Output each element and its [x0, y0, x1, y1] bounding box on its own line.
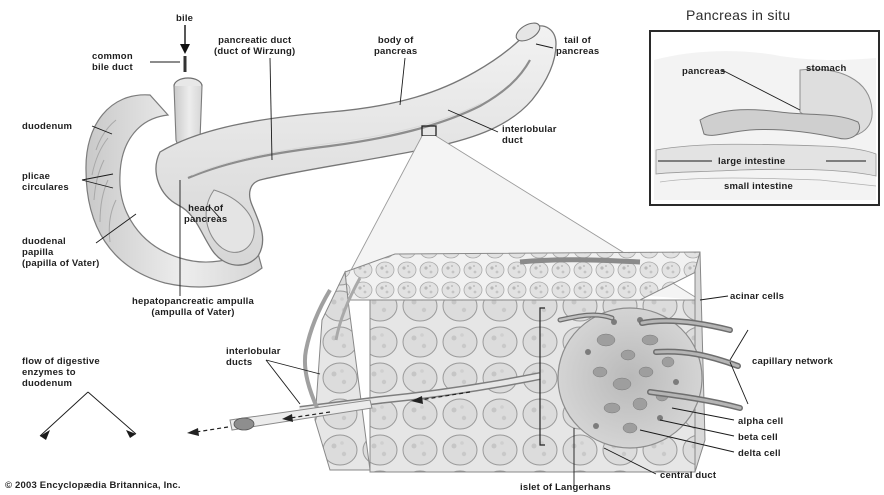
label-hepatopancreatic-ampulla: hepatopancreatic ampulla(ampulla of Vate…: [132, 296, 254, 318]
bile-arrow: [180, 25, 190, 72]
label-inset-stomach: stomach: [806, 63, 846, 74]
label-acinar-cells: acinar cells: [730, 291, 784, 302]
inset-frame: [649, 30, 880, 206]
label-islet-of-langerhans: islet of Langerhans: [520, 482, 611, 493]
copyright-notice: © 2003 Encyclopædia Britannica, Inc.: [5, 480, 181, 491]
label-capillary-network: capillary network: [752, 356, 833, 367]
label-central-duct: central duct: [660, 470, 716, 481]
label-pancreatic-duct: pancreatic duct(duct of Wirzung): [214, 35, 295, 57]
label-beta-cell: beta cell: [738, 432, 778, 443]
flow-arrowheads: [40, 430, 136, 440]
label-delta-cell: delta cell: [738, 448, 781, 459]
label-inset-pancreas: pancreas: [682, 66, 725, 77]
label-alpha-cell: alpha cell: [738, 416, 783, 427]
label-bile: bile: [176, 13, 193, 24]
label-inset-small-intestine: small intestine: [724, 181, 793, 192]
label-duodenum: duodenum: [22, 121, 72, 132]
inset-title: Pancreas in situ: [686, 7, 790, 23]
label-inset-large-intestine: large intestine: [718, 156, 785, 167]
